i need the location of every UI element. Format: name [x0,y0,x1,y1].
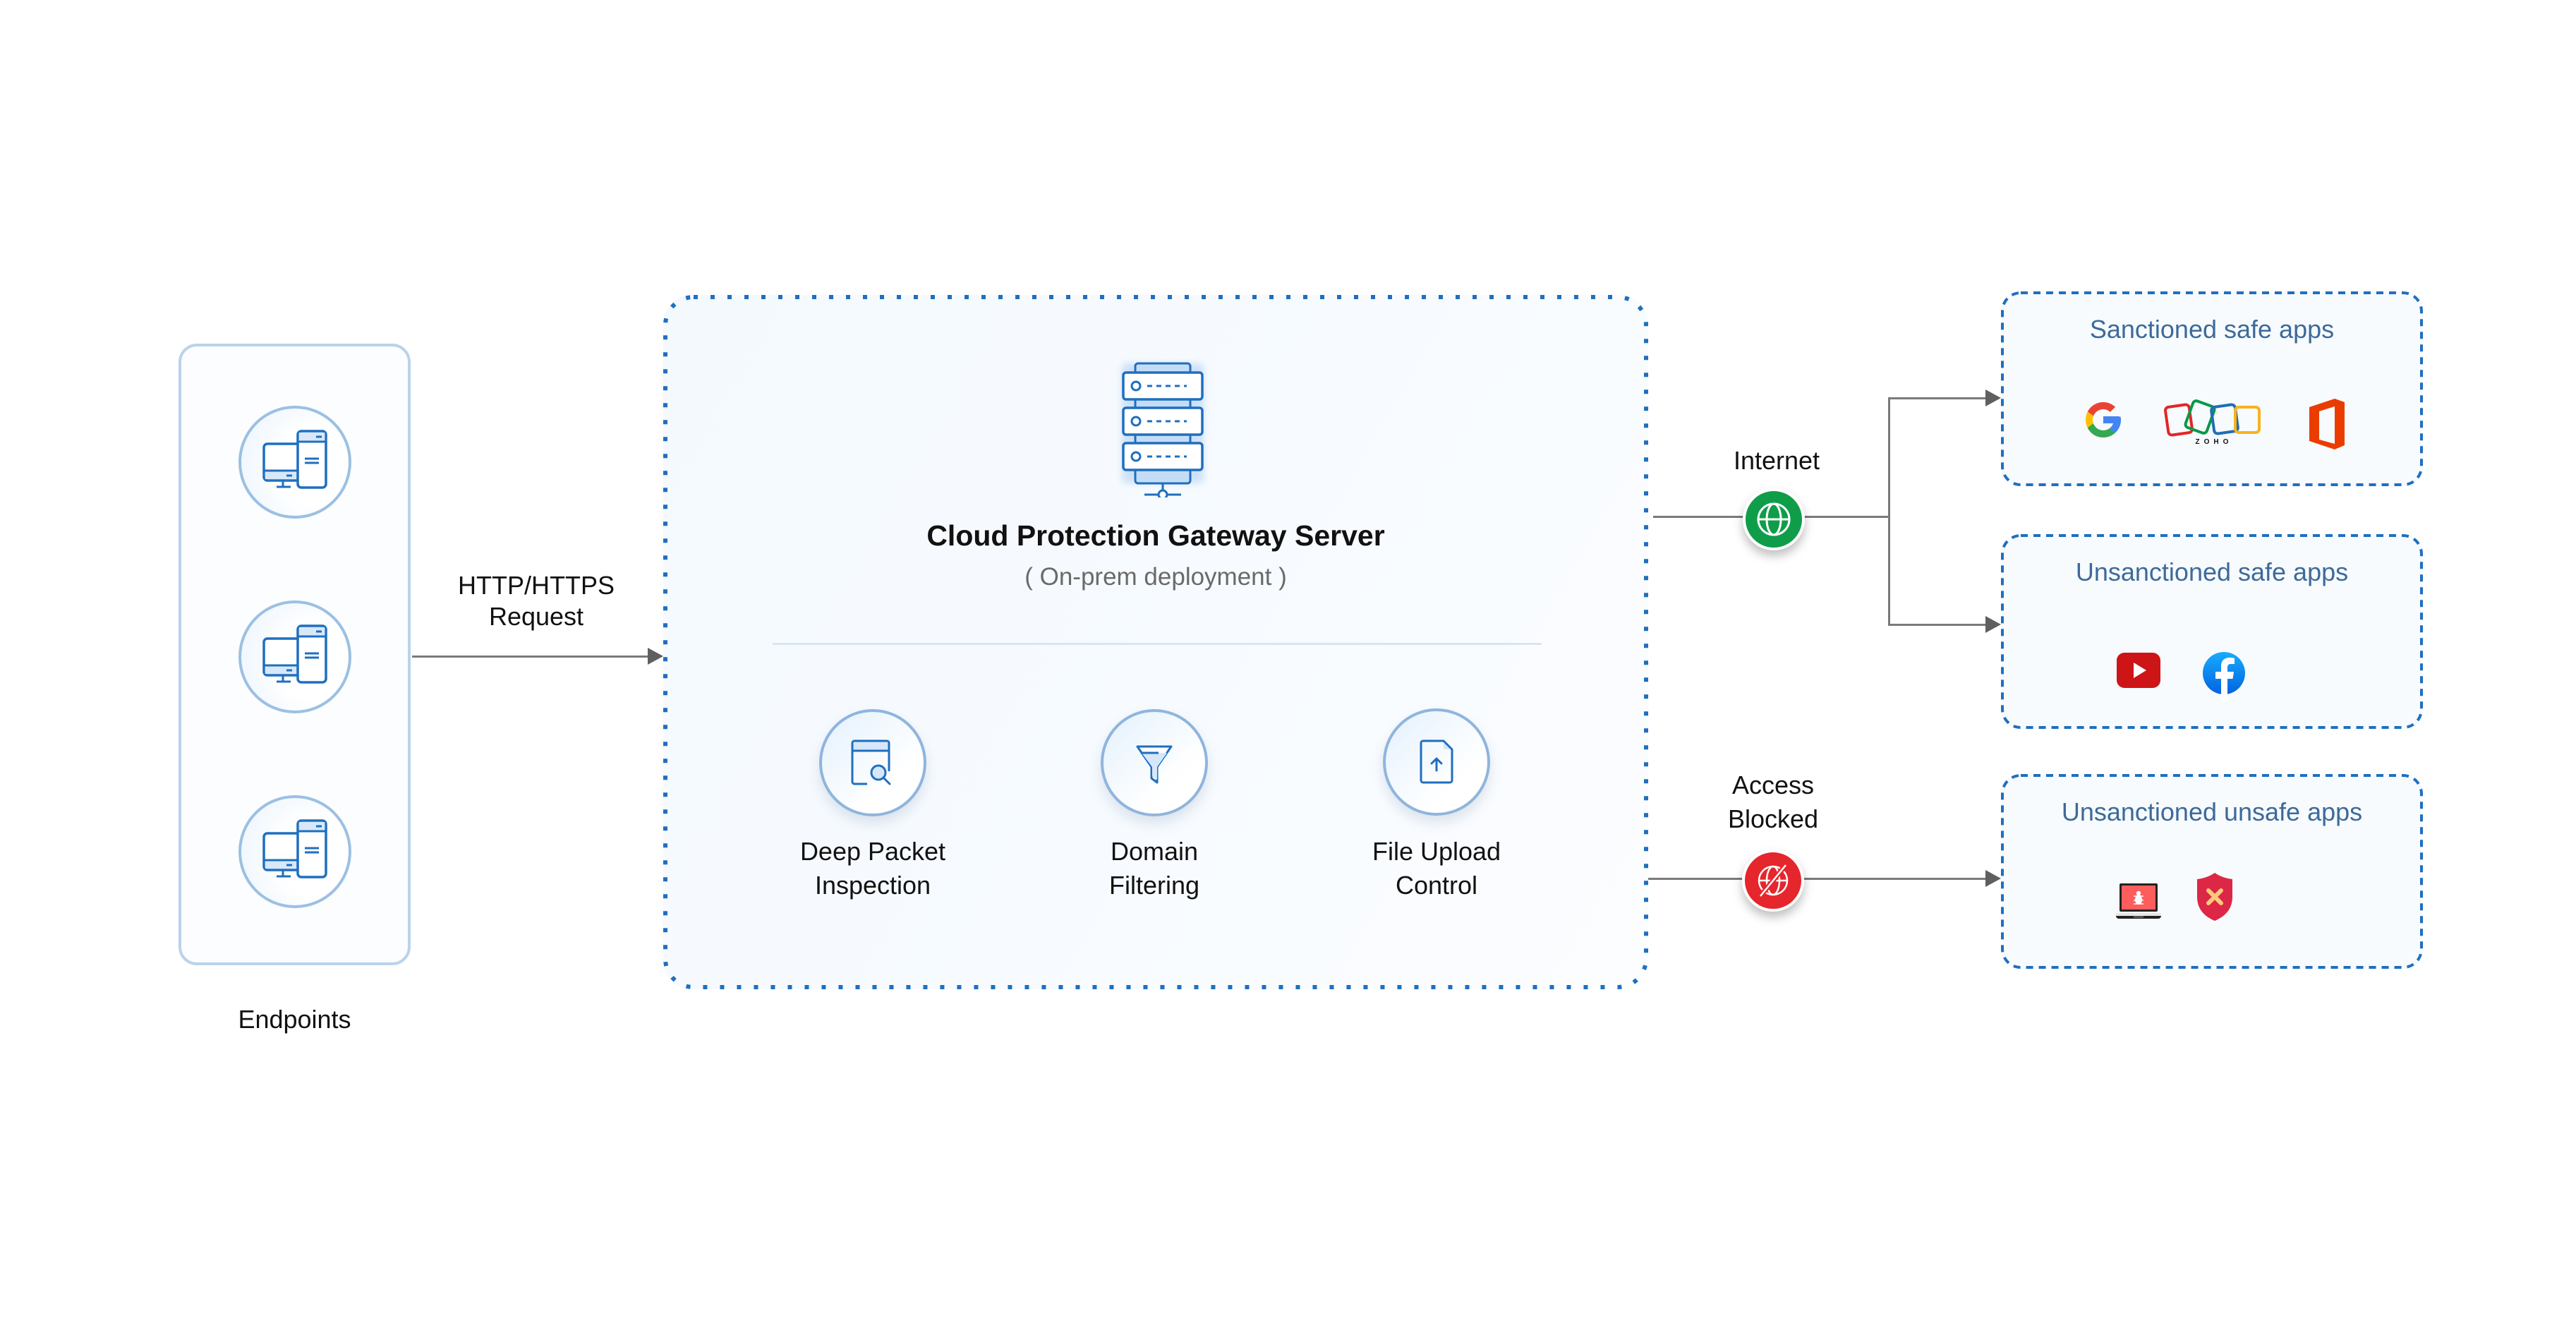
facebook-icon[interactable] [2201,651,2247,703]
feature-label-line1: Domain [1110,837,1199,866]
feature-label-line2: Inspection [814,871,931,900]
app-group-title: Unsanctioned safe apps [2075,557,2349,586]
blocked-status[interactable] [1742,850,1804,912]
globe-blocked-icon [1758,863,1789,898]
youtube-icon[interactable] [2116,651,2161,690]
endpoint-device[interactable] [238,600,351,713]
zoho-logo-icon[interactable]: ZOHO [2163,397,2269,448]
internet-label: Internet [1733,446,1820,475]
zoho-wordmark: ZOHO [2196,438,2233,446]
request-label-line2: Request [488,602,584,631]
blocked-connector-line [1648,878,1987,880]
microsoft-office-icon[interactable] [2308,397,2346,451]
google-icon[interactable] [2082,398,2124,442]
request-label-line1: HTTP/HTTPS [458,571,615,600]
internet-branch-line [1888,397,1890,626]
feature-label-line1: File Upload [1372,837,1501,866]
app-group-sanctioned-safe: Sanctioned safe apps ZOHO [2001,291,2423,486]
blocked-label-line2: Blocked [1727,804,1819,833]
endpoints-label: Endpoints [238,1005,351,1034]
gateway-subtitle: ( On-prem deployment ) [1024,563,1287,591]
feature-domain-filtering[interactable] [1101,709,1208,816]
gateway-title: Cloud Protection Gateway Server [926,519,1385,552]
app-group-dashed-border [2001,774,2423,969]
feature-deep-packet-inspection[interactable] [819,709,926,816]
feature-label-line1: Deep Packet [799,837,946,866]
file-upload-icon [1420,739,1453,784]
blocked-shield-icon[interactable] [2196,871,2233,922]
arrow-right-icon [1985,870,2001,887]
app-group-title: Unsanctioned unsafe apps [2061,797,2363,826]
desktop-computer-icon [262,624,327,684]
feature-label-line2: Control [1395,871,1478,900]
endpoint-device[interactable] [238,406,351,519]
globe-icon [1757,502,1791,536]
blocked-label-line1: Access [1731,771,1815,799]
internet-status[interactable] [1743,488,1805,550]
arrow-right-icon [1985,616,2001,633]
server-icon [1122,362,1204,497]
feature-label-line2: Filtering [1108,871,1200,900]
branch-to-sanctioned-line [1888,397,1987,399]
app-group-title: Sanctioned safe apps [2089,315,2335,344]
arrow-right-icon [648,648,663,665]
app-group-dashed-border [2001,534,2423,729]
deep-packet-inspection-icon [851,739,891,785]
branch-to-unsanctioned-safe-line [1888,624,1987,626]
app-group-dashed-border [2001,291,2423,486]
desktop-computer-icon [262,430,327,489]
desktop-computer-icon [262,819,327,878]
feature-file-upload-control[interactable] [1383,708,1490,816]
filter-funnel-icon [1136,745,1173,784]
arrow-right-icon [1985,389,2001,406]
endpoint-device[interactable] [238,795,351,908]
app-group-unsanctioned-safe: Unsanctioned safe apps [2001,534,2423,729]
app-group-unsanctioned-unsafe: Unsanctioned unsafe apps [2001,774,2423,969]
request-connector-line [412,656,649,658]
gateway-divider [773,643,1542,645]
malware-laptop-icon[interactable] [2116,882,2161,922]
gateway-dotted-border [663,295,1648,989]
